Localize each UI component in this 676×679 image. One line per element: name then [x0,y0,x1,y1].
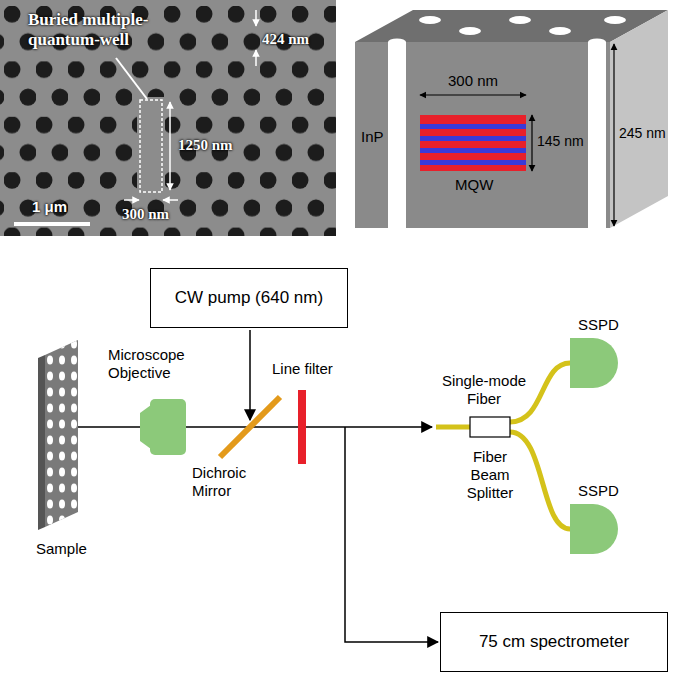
component-label: Line filter [272,360,333,378]
dimension-arrow [124,199,139,201]
fiber-beam-splitter [470,417,510,437]
component-label: Single-mode Fiber [440,372,528,408]
dimension-arrow [613,44,614,226]
slab-front [355,42,610,228]
line-filter [298,390,306,464]
box-label: 75 cm spectrometer [473,630,635,654]
sample-holes [45,340,78,527]
single-mode-fiber [510,432,570,529]
material-label: InP [361,128,384,146]
air-hole [549,27,571,35]
mqw-region [420,115,526,171]
sem-background [0,0,336,236]
air-hole [604,16,626,24]
slab-side [610,10,668,228]
quantum-well [420,160,526,165]
dimension-arrow [420,94,526,95]
scale-bar [14,222,90,226]
leader-line [116,58,147,99]
dimension-label: 300 nm [448,72,498,90]
dimension-arrow [255,50,257,66]
dimension-label: 1250 nm [178,136,233,154]
material-label: MQW [455,176,493,194]
dimension-arrow [163,199,178,201]
air-hole [588,39,606,46]
photonic-crystal-holes [0,0,336,236]
component-label: SSPD [578,482,619,500]
component-label: Fiber Beam Splitter [462,448,518,502]
line-defect [137,97,165,195]
component-label: Microscope Objective [108,346,198,382]
optical-setup [38,330,618,642]
instrument-box: CW pump (640 nm) [150,268,348,328]
sample-edge [38,355,45,530]
dashed-outline [140,100,162,192]
region-label: Buried multiple- quantum-well [28,10,218,51]
air-hole [459,27,481,35]
component-label: Dichroic Mirror [192,464,262,500]
quantum-well [420,148,526,153]
quantum-well [420,124,526,129]
beam-path [345,427,438,642]
dimension-arrow [169,102,171,190]
sample [45,340,78,527]
air-hole [588,42,606,228]
component-label: SSPD [578,316,619,334]
component-label: Sample [36,540,87,558]
air-hole [509,16,531,24]
dimension-label: 424 nm [262,30,309,48]
objective-nose [140,405,151,449]
air-hole [388,42,406,228]
dichroic-mirror [220,397,280,457]
sem-image [0,0,336,236]
microscope-objective [150,399,186,455]
air-hole [419,16,441,24]
sspd-detector [570,338,618,388]
quantum-well [420,136,526,141]
dimension-arrow [255,10,257,26]
single-mode-fiber [510,363,570,422]
single-mode-fiber [436,425,470,430]
air-hole [388,39,406,46]
beam-path [78,426,432,428]
sspd-detector [570,504,618,554]
dimension-label: 245 nm [619,125,666,142]
pump-beam [249,330,251,420]
slab-schematic [355,10,668,228]
box-label: CW pump (640 nm) [169,286,329,310]
scale-label: 1 μm [32,198,67,216]
dimension-arrow [531,115,532,171]
dimension-label: 300 nm [122,205,169,223]
instrument-box: 75 cm spectrometer [440,612,668,672]
dimension-label: 145 nm [537,133,584,150]
